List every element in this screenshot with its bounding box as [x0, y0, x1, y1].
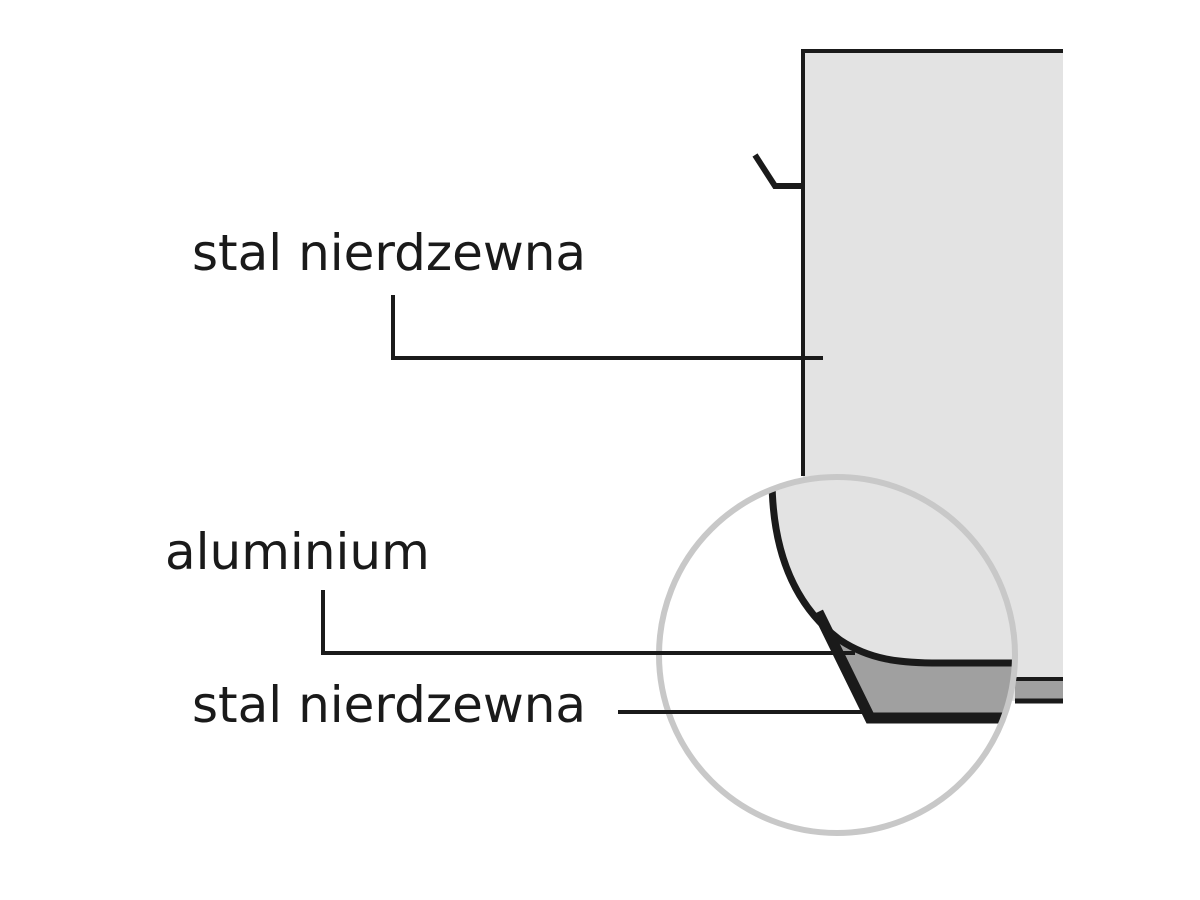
label-bottom-layer: stal nierdzewna: [192, 676, 587, 734]
label-outer-wall: stal nierdzewna: [192, 224, 587, 282]
leader-line-core: [321, 590, 855, 655]
handle-icon: [752, 153, 803, 189]
magnified-detail: [656, 474, 1018, 836]
label-core: aluminium: [165, 523, 430, 581]
leader-line-outer-wall: [391, 295, 823, 360]
